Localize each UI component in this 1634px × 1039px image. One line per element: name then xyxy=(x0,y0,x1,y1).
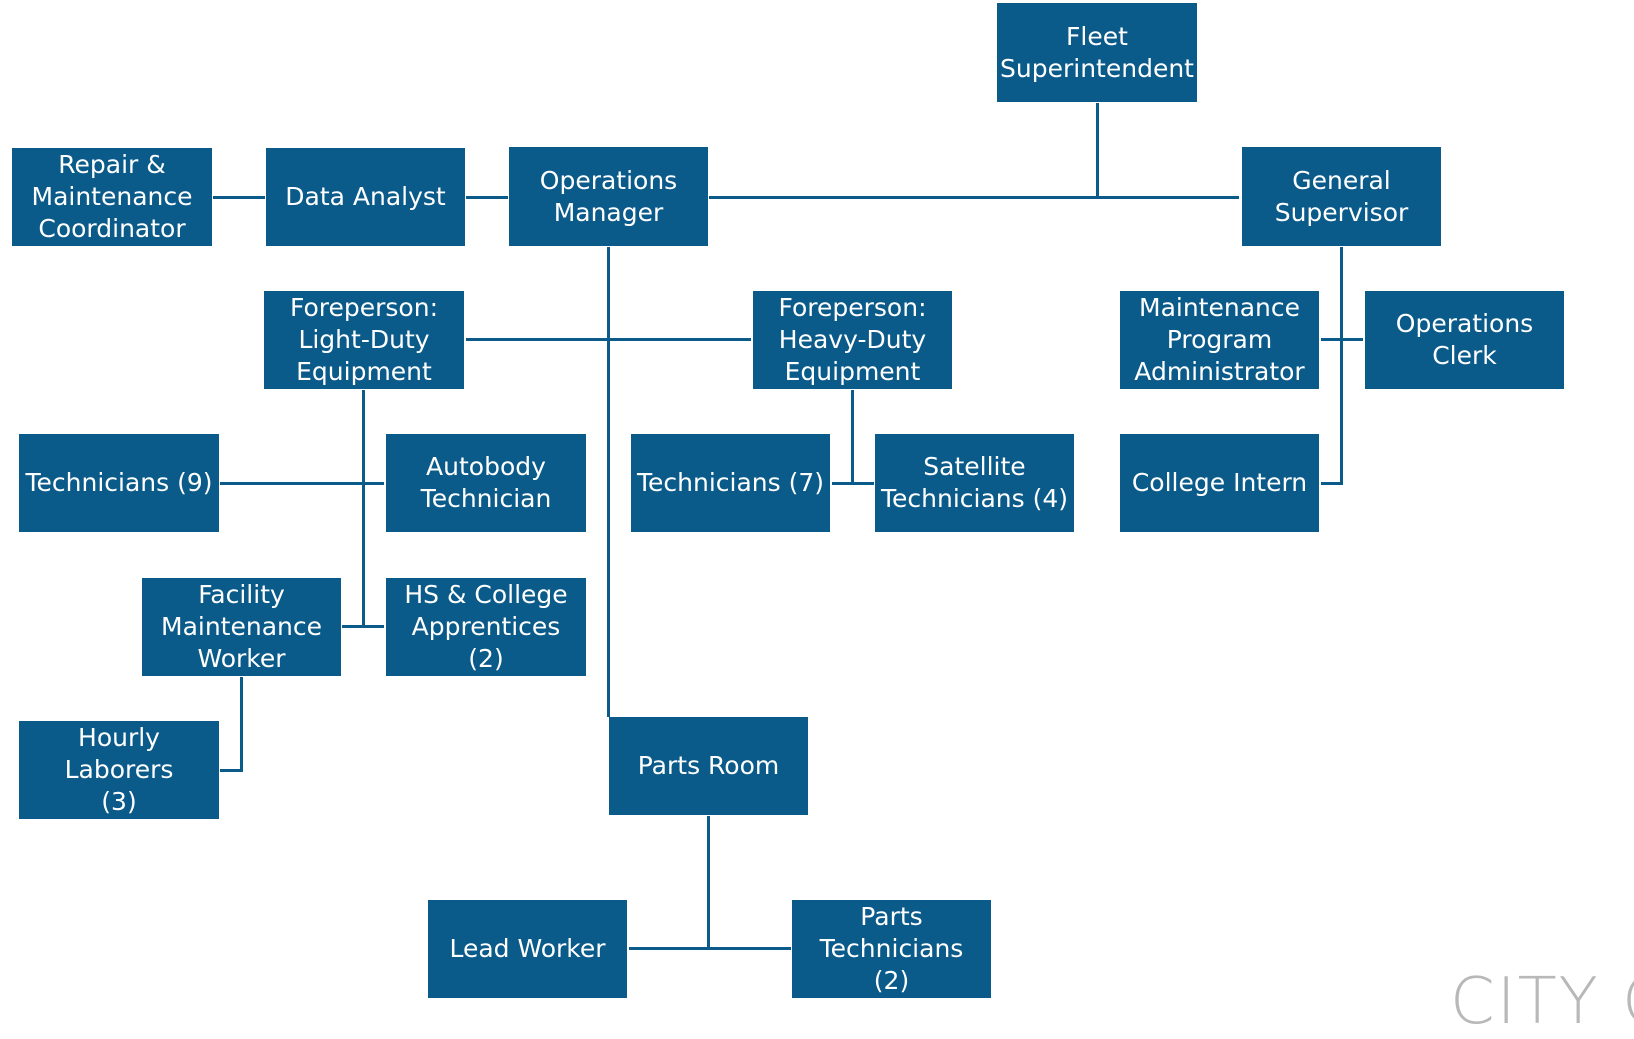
node-label: General Supervisor xyxy=(1274,165,1409,227)
connector-line xyxy=(709,196,1239,199)
node-operations-clerk: Operations Clerk xyxy=(1365,291,1564,389)
node-fleet-superintendent: Fleet Superintendent xyxy=(997,3,1197,102)
node-repair-maintenance-coordinator: Repair & Maintenance Coordinator xyxy=(12,148,212,246)
node-satellite-technicians: Satellite Technicians (4) xyxy=(875,434,1074,532)
connector-line xyxy=(466,338,751,341)
node-label: Operations Manager xyxy=(539,165,678,227)
connector-line xyxy=(240,677,243,772)
connector-line xyxy=(1321,338,1363,341)
node-label: Technicians (9) xyxy=(25,468,213,497)
node-label: Autobody Technician xyxy=(420,452,552,513)
node-label: Lead Worker xyxy=(449,934,606,963)
connector-line xyxy=(213,196,265,199)
node-label: HS & College Apprentices (2) xyxy=(404,580,568,673)
connector-line xyxy=(342,625,384,628)
connector-line xyxy=(220,769,243,772)
connector-line xyxy=(607,247,610,717)
node-label: Fleet Superintendent xyxy=(1000,21,1194,83)
node-data-analyst: Data Analyst xyxy=(266,148,465,246)
node-label: College Intern xyxy=(1131,468,1308,497)
node-label: Satellite Technicians (4) xyxy=(880,452,1069,513)
node-foreperson-heavy-duty: Foreperson: Heavy-Duty Equipment xyxy=(753,291,952,389)
connector-line xyxy=(1096,103,1099,198)
node-label: Repair & Maintenance Coordinator xyxy=(31,150,193,243)
node-technicians-7: Technicians (7) xyxy=(631,434,830,532)
node-hourly-laborers: Hourly Laborers (3) xyxy=(19,721,219,819)
connector-line xyxy=(362,390,365,627)
node-lead-worker: Lead Worker xyxy=(428,900,627,998)
node-autobody-technician: Autobody Technician xyxy=(386,434,586,532)
node-label: Operations Clerk xyxy=(1395,309,1534,370)
node-label: Maintenance Program Administrator xyxy=(1134,293,1305,386)
node-label: Hourly Laborers (3) xyxy=(64,723,174,816)
city-watermark: CITY OF xyxy=(1450,965,1634,1039)
connector-line xyxy=(466,196,508,199)
connector-line xyxy=(707,816,710,950)
node-label: Parts Room xyxy=(637,751,780,780)
node-label: Facility Maintenance Worker xyxy=(161,580,322,673)
connector-line xyxy=(851,390,854,485)
node-foreperson-light-duty: Foreperson: Light-Duty Equipment xyxy=(264,291,464,389)
node-label: Foreperson: Light-Duty Equipment xyxy=(289,293,438,386)
node-operations-manager: Operations Manager xyxy=(509,147,708,246)
connector-line xyxy=(832,482,874,485)
connector-line xyxy=(220,482,384,485)
node-parts-technicians: Parts Technicians (2) xyxy=(792,900,991,998)
connector-line xyxy=(629,947,791,950)
node-hs-college-apprentices: HS & College Apprentices (2) xyxy=(386,578,586,676)
node-maintenance-program-administrator: Maintenance Program Administrator xyxy=(1120,291,1319,389)
connector-line xyxy=(1340,247,1343,485)
node-technicians-9: Technicians (9) xyxy=(19,434,219,532)
node-facility-maintenance-worker: Facility Maintenance Worker xyxy=(142,578,341,676)
node-label: Technicians (7) xyxy=(636,468,825,497)
node-label: Foreperson: Heavy-Duty Equipment xyxy=(778,293,927,386)
node-college-intern: College Intern xyxy=(1120,434,1319,532)
connector-line xyxy=(1321,482,1343,485)
node-label: Parts Technicians (2) xyxy=(819,902,964,995)
node-label: Data Analyst xyxy=(285,182,446,211)
node-parts-room: Parts Room xyxy=(609,717,808,815)
node-general-supervisor: General Supervisor xyxy=(1242,147,1441,246)
